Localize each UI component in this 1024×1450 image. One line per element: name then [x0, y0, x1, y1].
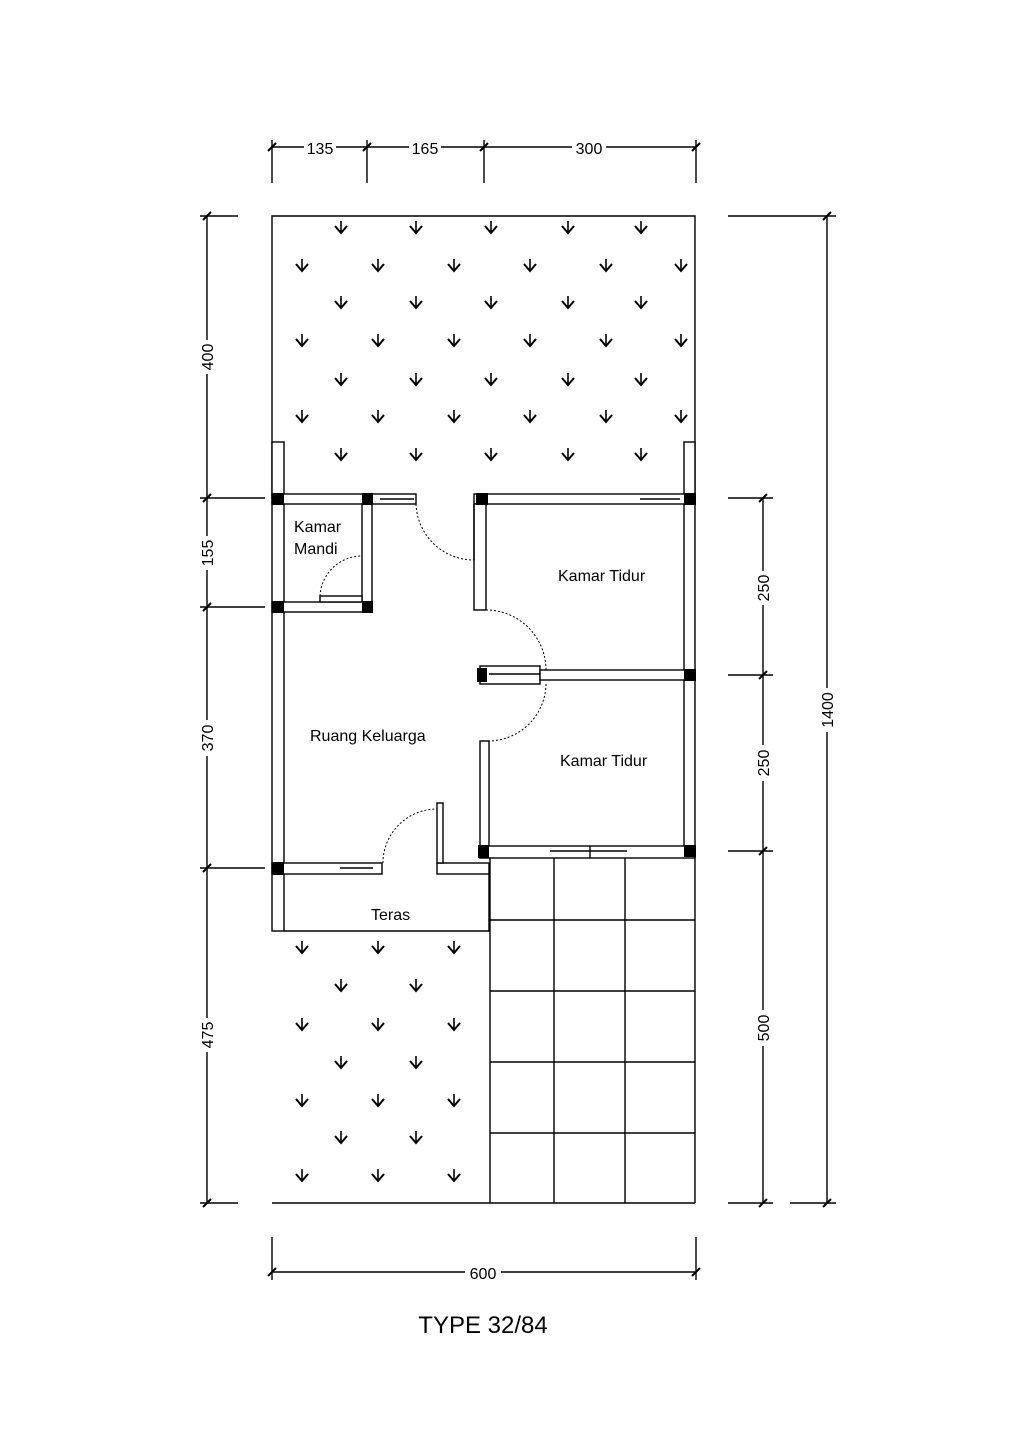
- grass-symbol: [561, 221, 575, 235]
- left-dimension-2: 155: [200, 540, 217, 567]
- grass-symbol: [371, 410, 385, 424]
- grass-symbol: [634, 373, 648, 387]
- grass-symbol: [371, 1018, 385, 1032]
- grass-symbol: [334, 1056, 348, 1070]
- left-dimension-3: 370: [200, 725, 217, 752]
- top-dimension-1: 135: [307, 141, 334, 158]
- grass-symbol: [484, 221, 498, 235]
- bedroom-1-label: Kamar Tidur: [558, 568, 646, 585]
- grass-symbol: [295, 941, 309, 955]
- top-dimension-chain: 135 165 300: [267, 138, 701, 183]
- grass-symbol: [334, 296, 348, 310]
- grass-symbol: [447, 1094, 461, 1108]
- grass-symbol: [409, 373, 423, 387]
- grass-symbol: [334, 373, 348, 387]
- grass-symbol: [334, 979, 348, 993]
- grass-symbol: [484, 296, 498, 310]
- grass-symbol: [295, 259, 309, 273]
- grass-symbol: [371, 941, 385, 955]
- grass-symbol: [371, 1169, 385, 1183]
- grass-symbol: [447, 259, 461, 273]
- grass-symbol: [295, 334, 309, 348]
- grass-symbol: [599, 259, 613, 273]
- grass-symbol: [409, 979, 423, 993]
- grass-symbol: [409, 221, 423, 235]
- back-garden: [272, 930, 695, 1204]
- bathroom-label-line1: Kamar: [294, 519, 342, 536]
- grass-symbol: [599, 410, 613, 424]
- paved-tiles: [489, 851, 696, 1203]
- door-swings: [319, 503, 547, 864]
- grass-symbol: [409, 1131, 423, 1145]
- terrace-label: Teras: [371, 907, 410, 924]
- grass-symbol: [295, 1018, 309, 1032]
- grass-symbol: [674, 410, 688, 424]
- grass-symbol: [447, 941, 461, 955]
- grass-symbol: [523, 410, 537, 424]
- grass-symbol: [523, 334, 537, 348]
- grass-symbol: [561, 296, 575, 310]
- walls: [271, 441, 696, 932]
- grass-symbol: [334, 221, 348, 235]
- family-room-label: Ruang Keluarga: [310, 728, 426, 745]
- top-dimension-3: 300: [576, 141, 603, 158]
- left-dimension-4: 475: [200, 1022, 217, 1049]
- grass-symbol: [295, 1094, 309, 1108]
- grass-symbol: [371, 334, 385, 348]
- grass-symbol: [447, 1018, 461, 1032]
- grass-symbol: [371, 259, 385, 273]
- columns: [272, 493, 696, 875]
- right-dimension-2: 250: [756, 750, 773, 777]
- bathroom-label-line2: Mandi: [294, 541, 338, 558]
- overall-width-label: 600: [470, 1266, 497, 1283]
- grass-symbol: [409, 296, 423, 310]
- grass-symbol: [447, 1169, 461, 1183]
- grass-symbol: [371, 1094, 385, 1108]
- left-dimension-1: 400: [200, 344, 217, 371]
- grass-symbol: [334, 448, 348, 462]
- grass-symbol: [561, 373, 575, 387]
- grass-symbol: [634, 296, 648, 310]
- grass-symbol: [674, 259, 688, 273]
- bedroom-2-label: Kamar Tidur: [560, 753, 648, 770]
- grass-symbol: [674, 334, 688, 348]
- right-dimension-chain: 250 250 500: [728, 493, 773, 1208]
- overall-length-dimension: 1400: [728, 211, 837, 1208]
- right-dimension-3: 500: [756, 1015, 773, 1042]
- overall-length-label: 1400: [820, 692, 837, 728]
- bottom-dimension: 600: [267, 1237, 701, 1283]
- grass-symbol: [334, 1131, 348, 1145]
- right-dimension-1: 250: [756, 575, 773, 602]
- front-garden: [271, 215, 696, 498]
- grass-symbol: [561, 448, 575, 462]
- grass-symbol: [295, 1169, 309, 1183]
- grass-symbol: [634, 448, 648, 462]
- grass-symbol: [484, 448, 498, 462]
- grass-symbol: [447, 334, 461, 348]
- grass-symbol: [484, 373, 498, 387]
- plan-title: TYPE 32/84: [418, 1312, 547, 1339]
- grass-symbol: [634, 221, 648, 235]
- top-dimension-2: 165: [412, 141, 439, 158]
- grass-symbol: [447, 410, 461, 424]
- grass-symbol: [599, 334, 613, 348]
- grass-symbol: [409, 1056, 423, 1070]
- grass-symbol: [295, 410, 309, 424]
- grass-symbol: [523, 259, 537, 273]
- left-dimension-chain: 400 155 370 475: [198, 211, 265, 1208]
- grass-symbol: [409, 448, 423, 462]
